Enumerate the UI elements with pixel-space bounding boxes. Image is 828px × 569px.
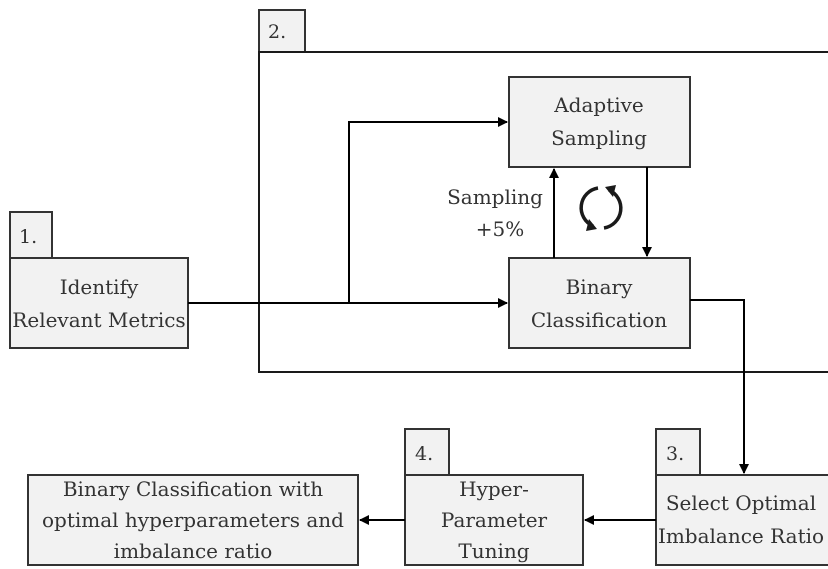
edge-binary-to-select-ratio [690, 299, 749, 474]
identify-metrics-line1: Identify [60, 275, 139, 299]
step3-tab-label: 3. [666, 443, 684, 465]
edges [188, 117, 749, 525]
binary-classification-node: Binary Classification [508, 257, 691, 349]
refresh-cycle-icon [579, 185, 623, 231]
final-output-box [27, 474, 359, 566]
step2-frame [258, 51, 828, 373]
final-output-node: Binary Classification with optimal hyper… [27, 474, 359, 566]
adaptive-sampling-line2: Sampling [551, 126, 647, 150]
adaptive-sampling-box [508, 76, 691, 168]
select-ratio-line1: Select Optimal [666, 491, 816, 515]
binary-classification-line2: Classification [531, 308, 667, 332]
adaptive-sampling-line1: Adaptive [553, 93, 644, 117]
binary-classification-line1: Binary [566, 275, 633, 299]
hyperparameter-line1: Hyper- [459, 477, 529, 501]
step4-tab-label: 4. [415, 443, 433, 465]
step4-tab [404, 428, 450, 476]
final-output-line3: imbalance ratio [114, 539, 273, 563]
step1-tab-label: 1. [19, 226, 37, 248]
hyperparameter-line2: Parameter [441, 508, 548, 532]
step3-group: 3. Select Optimal Imbalance Ratio [655, 428, 828, 566]
sampling-edge-label-line1: Sampling [447, 185, 543, 209]
identify-metrics-line2: Relevant Metrics [12, 308, 185, 332]
step4-group: 4. Hyper- Parameter Tuning [404, 428, 584, 566]
final-output-line2: optimal hyperparameters and [42, 508, 344, 532]
step2-container: 2. [258, 9, 828, 373]
step2-tab-label: 2. [268, 21, 286, 43]
sampling-edge-label-line2: +5% [476, 217, 525, 241]
final-output-line1: Binary Classification with [63, 477, 323, 501]
step1-group: 1. Identify Relevant Metrics [9, 211, 189, 349]
edge-identify-to-sampling [348, 117, 508, 303]
step3-tab [655, 428, 701, 476]
binary-classification-box [508, 257, 691, 349]
identify-metrics-box [9, 257, 189, 349]
adaptive-sampling-node: Adaptive Sampling [508, 76, 691, 168]
select-ratio-box [655, 474, 828, 566]
hyperparameter-line3: Tuning [458, 539, 529, 563]
select-ratio-line2: Imbalance Ratio [658, 524, 824, 548]
